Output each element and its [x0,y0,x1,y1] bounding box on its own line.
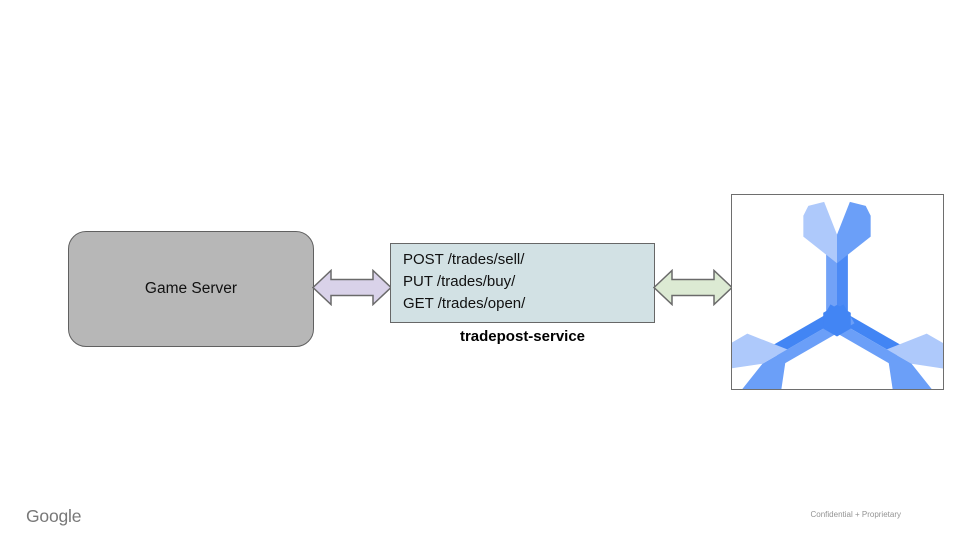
endpoint-line-put: PUT /trades/buy/ [403,273,516,290]
google-logo: Google [26,506,82,526]
confidential-note: Confidential + Proprietary [810,510,902,519]
service-endpoints-box[interactable]: POST /trades/sell/ PUT /trades/buy/ GET … [390,243,655,323]
wrench-head-face [886,349,934,389]
arrow-service-to-agones[interactable] [653,269,733,306]
wrench-head-face [740,349,788,389]
agones-icon-box[interactable] [731,194,944,390]
wrench-head-face [886,333,943,369]
game-server-node[interactable]: Game Server [68,231,314,347]
endpoint-line-get: GET /trades/open/ [403,295,526,312]
wrench-head-face [837,201,871,264]
endpoint-line-post: POST /trades/sell/ [403,251,525,268]
wrench-head-face [732,333,788,369]
double-arrow-shape [653,269,733,306]
service-name-label: tradepost-service [459,328,586,345]
game-server-label: Game Server [144,280,238,297]
double-arrow-shape [312,269,392,306]
logo-hub [823,304,851,337]
agones-logo-icon [732,201,943,389]
wrench-head-face [803,201,838,264]
arrow-game-server-to-service[interactable] [312,269,392,306]
